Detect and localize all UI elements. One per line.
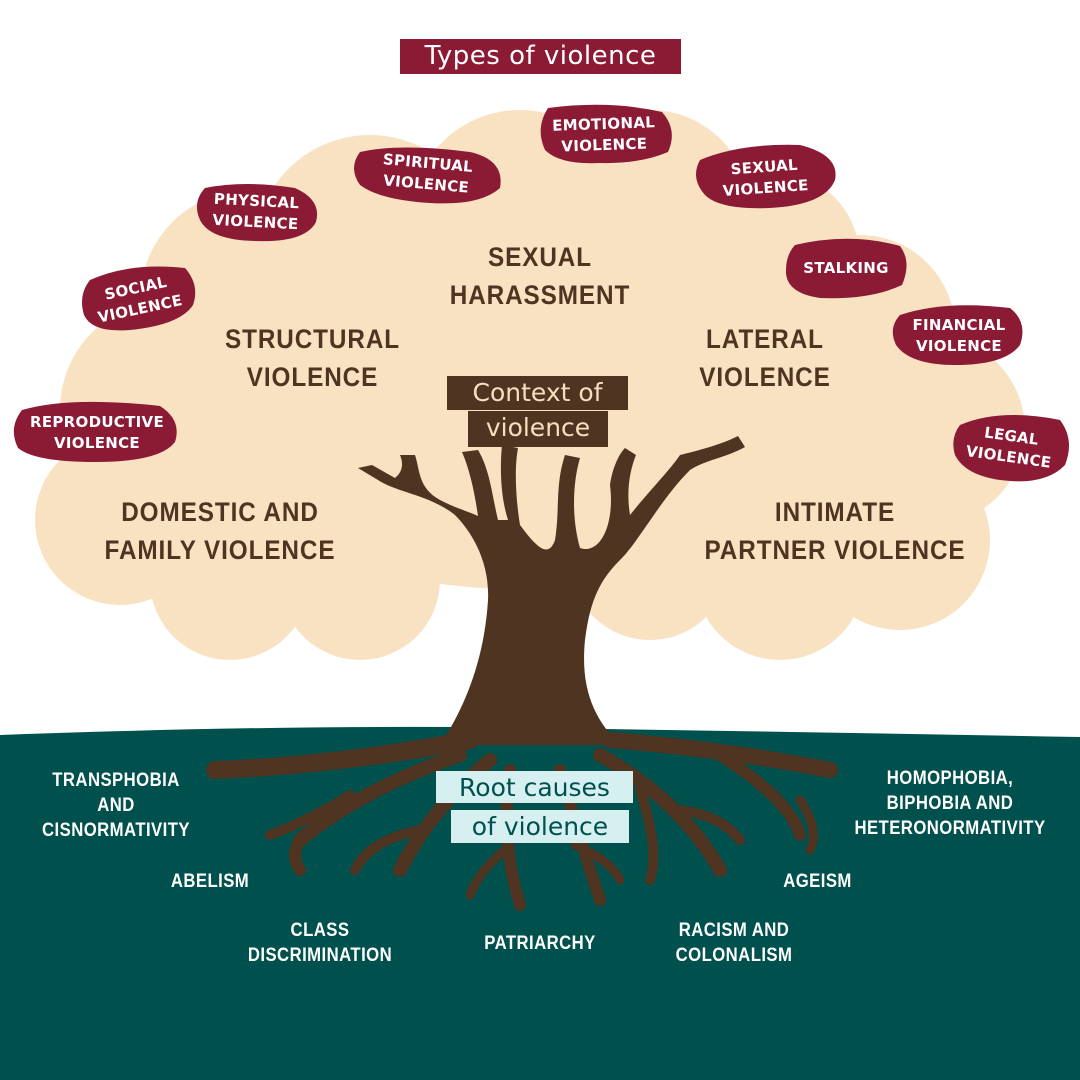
physical-violence-leaf-shape <box>196 184 318 242</box>
leaves <box>13 104 1069 482</box>
tree-roots <box>206 731 838 911</box>
types-of-violence-title: Types of violence <box>400 39 681 74</box>
ageism-label: AGEISM <box>783 871 852 892</box>
stalking-text: STALKING <box>803 258 889 277</box>
reproductive-violence-leaf-shape <box>13 401 177 462</box>
context-of-violence-line-1: Context of <box>447 376 628 410</box>
canopy-cloud <box>35 110 1025 660</box>
context-of-violence-line-2: violence <box>468 411 608 447</box>
sexual-violence-leaf-shape <box>696 144 836 209</box>
root-causes-line-1: Root causes <box>436 771 633 803</box>
legal-violence-leaf-shape <box>953 415 1069 482</box>
patriarchy-label: PATRIARCHY <box>484 933 596 954</box>
financial-violence-leaf-shape <box>892 305 1023 365</box>
social-violence-leaf-shape <box>82 266 196 331</box>
emotional-violence-leaf-shape <box>540 104 672 164</box>
stalking-leaf-shape <box>785 238 907 299</box>
abelism-label: ABELISM <box>170 871 250 892</box>
root-causes-line-2: of violence <box>451 810 629 843</box>
tree-trunk <box>358 436 745 745</box>
spiritual-violence-leaf-shape <box>354 147 501 204</box>
